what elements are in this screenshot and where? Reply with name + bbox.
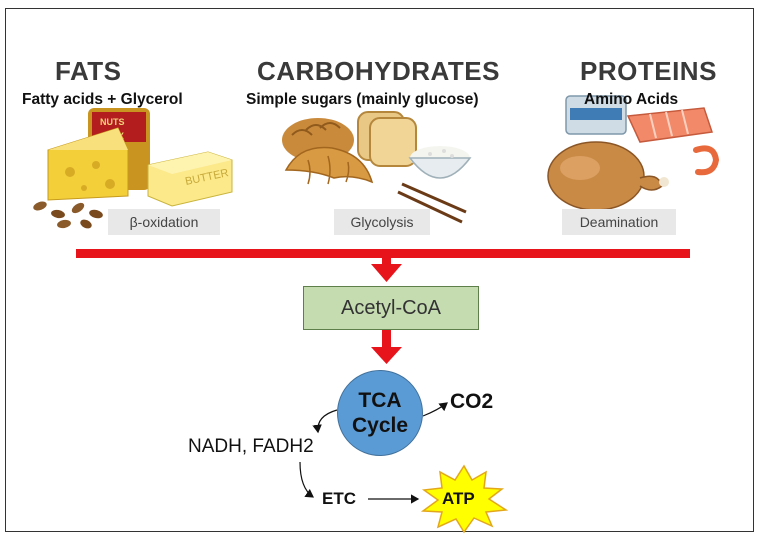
arrow-to-acetyl [371,264,402,282]
etc-label: ETC [322,489,356,508]
deamination-label: Deamination [562,209,676,235]
arrow-to-nadh [312,409,338,434]
glycolysis-label: Glycolysis [334,209,430,235]
fats-illustration: NUTS NOIX BUTTER [33,108,233,229]
merge-bar [76,249,690,258]
fats-subheading: Fatty acids + Glycerol [22,91,183,108]
acetyl-coa-box: Acetyl-CoA [303,286,479,330]
carbohydrates-illustration [282,111,472,224]
atp-star-icon [420,464,509,534]
nadh-fadh2-label: NADH, FADH2 [188,436,314,457]
tca-label: TCA [358,389,402,412]
proteins-illustration [547,95,720,211]
nuts-label: NUTS [100,117,125,127]
carbohydrates-subheading: Simple sugars (mainly glucose) [246,91,479,108]
fats-heading: FATS [55,56,122,86]
cycle-label: Cycle [351,414,409,437]
beta-oxidation-label: β-oxidation [108,209,220,235]
proteins-subheading: Amino Acids [584,91,679,108]
arrow-to-co2 [422,402,448,417]
arrow-to-etc [299,461,314,498]
proteins-heading: PROTEINS [580,56,717,86]
co2-label: CO2 [450,390,494,413]
carbohydrates-heading: CARBOHYDRATES [257,56,500,86]
atp-label: ATP [442,489,475,508]
tca-cycle-circle: TCA Cycle [337,370,423,456]
arrow-to-tca [371,347,402,364]
